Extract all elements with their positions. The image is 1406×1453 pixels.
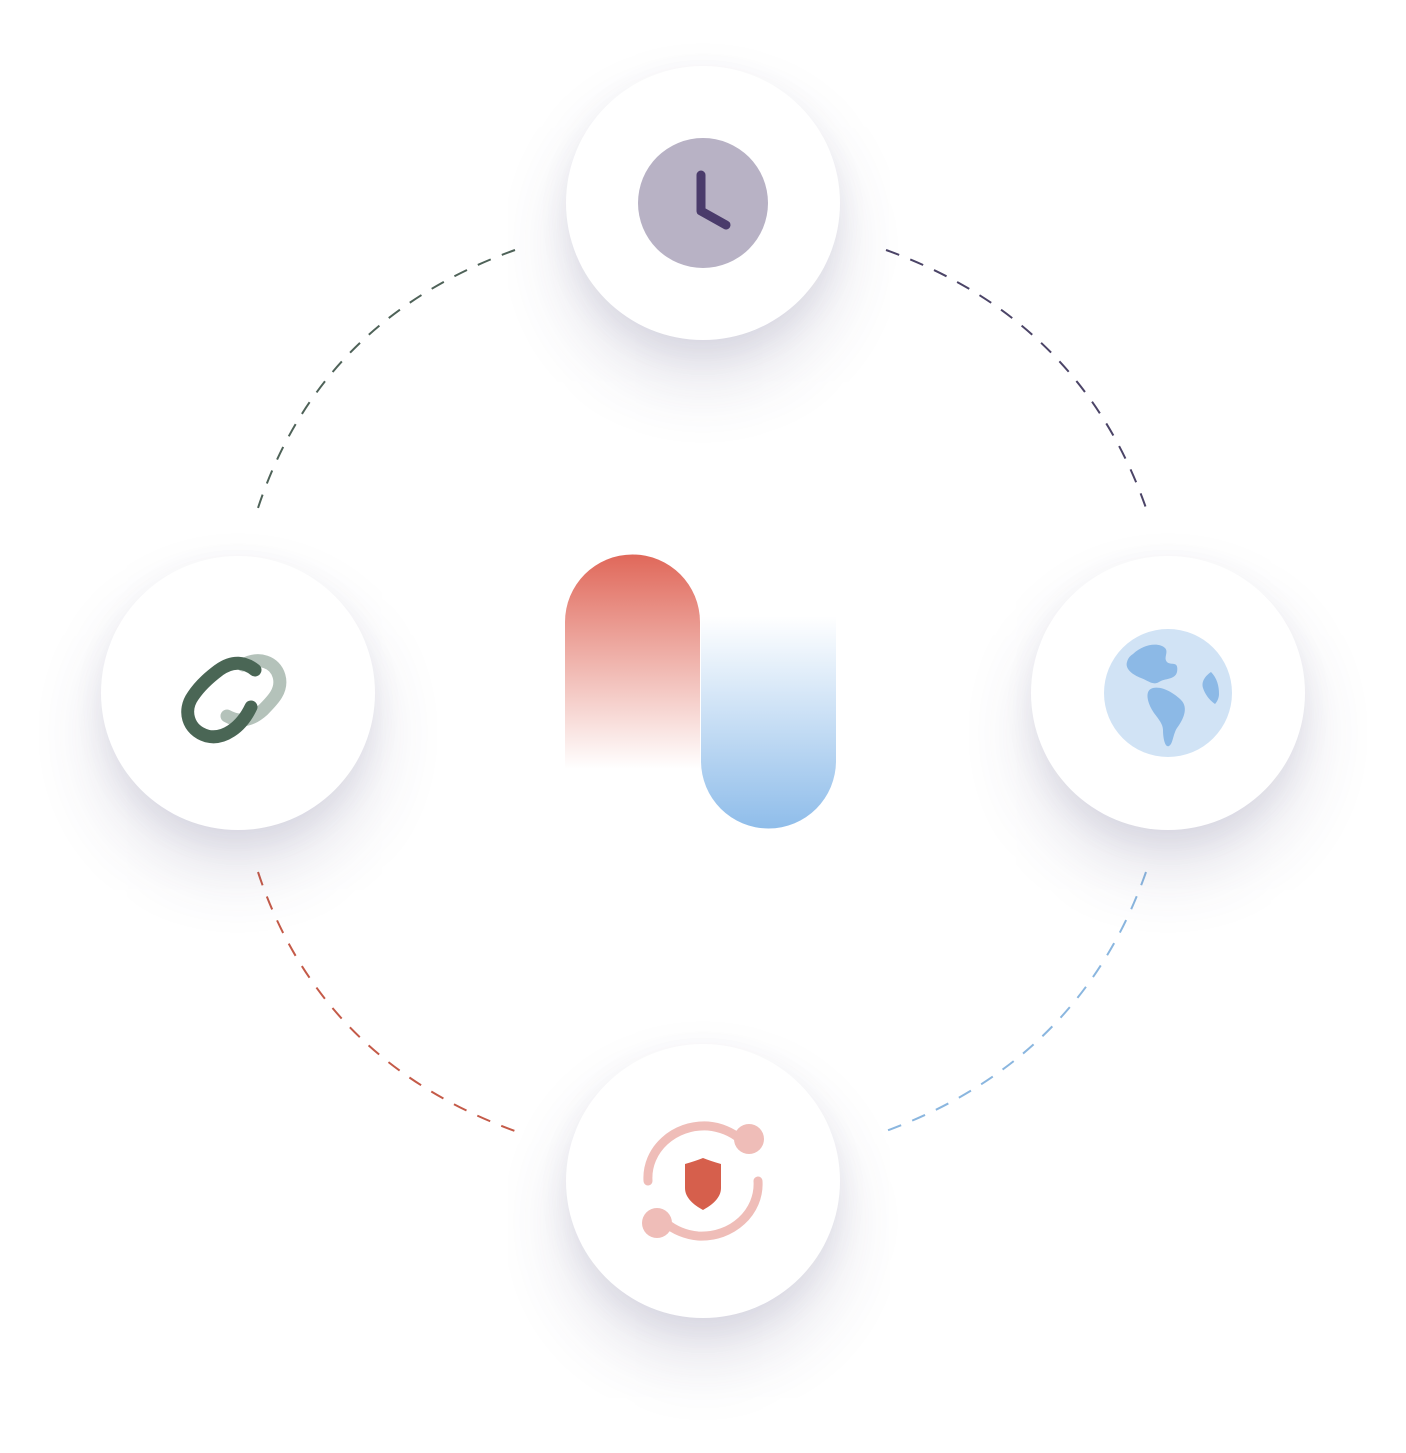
connector-bottom-right bbox=[885, 871, 1147, 1132]
connector-top-right bbox=[885, 249, 1147, 509]
shield-sync-icon bbox=[642, 1121, 764, 1241]
security-node bbox=[566, 1044, 840, 1318]
link-node bbox=[101, 556, 375, 830]
brand-logo-blue-shape bbox=[701, 616, 836, 829]
globe-icon bbox=[1104, 629, 1232, 757]
brand-logo bbox=[565, 554, 836, 829]
clock-node bbox=[566, 66, 840, 340]
connector-top-left bbox=[257, 249, 516, 509]
connector-bottom-left bbox=[257, 871, 516, 1132]
brand-logo-red-shape bbox=[565, 554, 700, 769]
clock-icon bbox=[638, 138, 768, 268]
link-icon bbox=[181, 654, 287, 744]
globe-node bbox=[1031, 556, 1305, 830]
